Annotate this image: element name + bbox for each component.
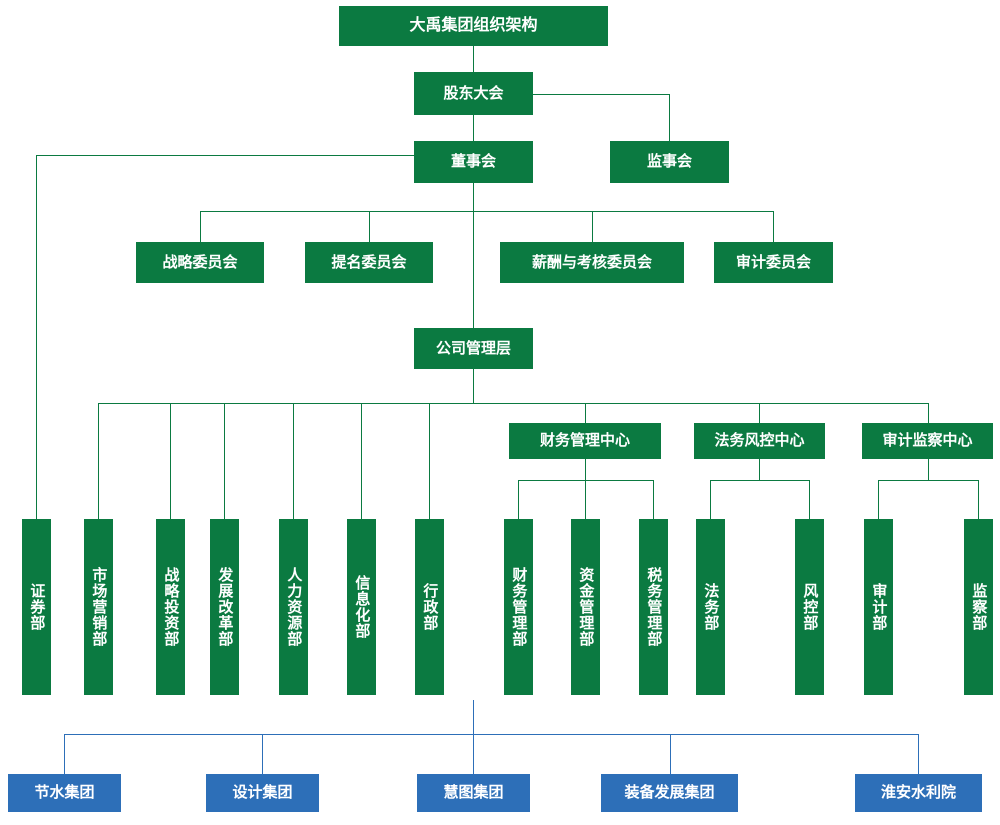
connector-committee-3 (592, 211, 593, 242)
connector-committee-4 (773, 211, 774, 242)
node-board-of-supervisors[interactable]: 监事会 (610, 141, 729, 183)
connector-subsidiary-4 (670, 734, 671, 774)
connector-dept-6 (429, 403, 430, 519)
connector-board-management (473, 183, 474, 328)
connector-title-shareholders (473, 46, 474, 72)
connector-legal-1 (710, 480, 711, 519)
node-dept-supervision[interactable]: 监察部 (964, 519, 993, 695)
connector-legal-2 (809, 480, 810, 519)
connector-audit-v (928, 459, 929, 480)
connector-shareholders-board (473, 115, 474, 142)
node-center-legal-risk[interactable]: 法务风控中心 (694, 423, 825, 459)
connector-shareholders-supervisors-v (669, 94, 670, 142)
connector-dept-5 (361, 403, 362, 519)
connector-finance-1 (518, 480, 519, 519)
node-subsidiary-huitu[interactable]: 慧图集团 (417, 774, 530, 812)
node-dept-human-resources[interactable]: 人力资源部 (279, 519, 308, 695)
connector-center-1 (585, 403, 586, 423)
node-dept-development-reform[interactable]: 发展改革部 (210, 519, 239, 695)
connector-audit-bus (878, 480, 978, 481)
connector-subsidiary-bus (64, 734, 918, 735)
connector-department-bus (98, 403, 928, 404)
connector-audit-2 (978, 480, 979, 519)
node-board-of-directors[interactable]: 董事会 (414, 141, 533, 183)
connector-dept-2 (170, 403, 171, 519)
node-dept-strategic-investment[interactable]: 战略投资部 (156, 519, 185, 695)
connector-subsidiary-v (473, 700, 474, 734)
node-subsidiary-huaian-water[interactable]: 淮安水利院 (855, 774, 982, 812)
connector-shareholders-supervisors-h (533, 94, 669, 95)
connector-committee-2 (369, 211, 370, 242)
node-company-management[interactable]: 公司管理层 (414, 328, 533, 369)
node-dept-financial-management[interactable]: 财务管理部 (504, 519, 533, 695)
node-center-audit-supervision[interactable]: 审计监察中心 (862, 423, 993, 459)
node-dept-informatization[interactable]: 信息化部 (347, 519, 376, 695)
connector-center-2 (759, 403, 760, 423)
node-dept-audit[interactable]: 审计部 (864, 519, 893, 695)
connector-committee-1 (200, 211, 201, 242)
node-subsidiary-water-saving[interactable]: 节水集团 (8, 774, 121, 812)
node-subsidiary-equipment-development[interactable]: 装备发展集团 (601, 774, 738, 812)
connector-legal-v (759, 459, 760, 480)
node-dept-tax-management[interactable]: 税务管理部 (639, 519, 668, 695)
node-committee-strategy[interactable]: 战略委员会 (136, 242, 264, 283)
node-title[interactable]: 大禹集团组织架构 (339, 6, 608, 46)
connector-board-left-h (36, 155, 414, 156)
connector-subsidiary-1 (64, 734, 65, 774)
node-center-finance[interactable]: 财务管理中心 (509, 423, 661, 459)
connector-dept-3 (224, 403, 225, 519)
node-committee-nomination[interactable]: 提名委员会 (305, 242, 433, 283)
connector-center-3 (928, 403, 929, 423)
connector-board-left-v (36, 155, 37, 519)
connector-subsidiary-2 (262, 734, 263, 774)
node-dept-risk-control[interactable]: 风控部 (795, 519, 824, 695)
node-committee-audit[interactable]: 审计委员会 (714, 242, 833, 283)
connector-finance-3 (653, 480, 654, 519)
node-dept-marketing[interactable]: 市场营销部 (84, 519, 113, 695)
connector-subsidiary-5 (918, 734, 919, 774)
connector-dept-1 (98, 403, 99, 519)
connector-legal-bus (710, 480, 809, 481)
connector-finance-v (585, 459, 586, 480)
node-dept-securities[interactable]: 证券部 (22, 519, 51, 695)
connector-finance-2 (585, 480, 586, 519)
connector-management-bus-v (473, 369, 474, 403)
connector-committees-bus (200, 211, 773, 212)
node-dept-fund-management[interactable]: 资金管理部 (571, 519, 600, 695)
node-subsidiary-design[interactable]: 设计集团 (206, 774, 319, 812)
node-dept-legal-affairs[interactable]: 法务部 (696, 519, 725, 695)
connector-dept-4 (293, 403, 294, 519)
node-dept-administration[interactable]: 行政部 (415, 519, 444, 695)
connector-subsidiary-3 (473, 734, 474, 774)
connector-audit-1 (878, 480, 879, 519)
node-committee-compensation[interactable]: 薪酬与考核委员会 (500, 242, 684, 283)
node-shareholders-meeting[interactable]: 股东大会 (414, 72, 533, 115)
